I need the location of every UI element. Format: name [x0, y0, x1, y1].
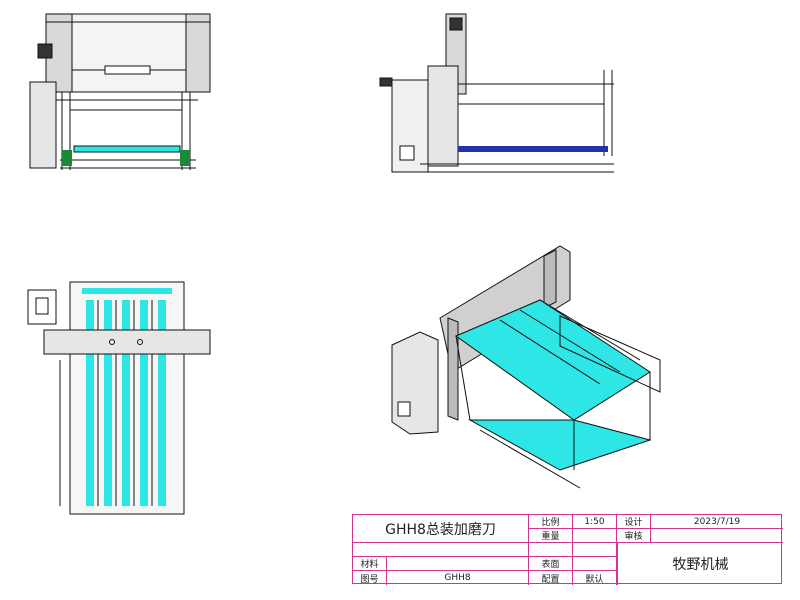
company-name: 牧野机械	[617, 543, 783, 585]
material-label: 材料	[353, 557, 387, 571]
blank-left-row3	[353, 543, 529, 557]
weight-label: 重量	[529, 529, 573, 543]
isometric-view	[391, 245, 661, 489]
scale-value: 1:50	[573, 515, 617, 529]
drawing-title: GHH8总装加磨刀	[353, 515, 529, 543]
config-value: 默认	[573, 571, 617, 585]
top-view	[27, 281, 211, 515]
front-view	[29, 13, 211, 170]
review-label: 审核	[617, 529, 651, 543]
date-value: 2023/7/19	[651, 515, 783, 529]
review-value	[651, 529, 783, 543]
title-block: GHH8总装加磨刀 比例 1:50 设计 2023/7/19 重量 审核 材料 …	[352, 514, 783, 585]
drawing-no-value: GHH8	[387, 571, 529, 585]
surface-value	[573, 557, 617, 571]
blank-mid-row3	[529, 543, 573, 557]
side-view	[379, 13, 614, 173]
scale-label: 比例	[529, 515, 573, 529]
design-label: 设计	[617, 515, 651, 529]
config-label: 配置	[529, 571, 573, 585]
weight-value	[573, 529, 617, 543]
drawing-no-label: 图号	[353, 571, 387, 585]
blank-mid2-row3	[573, 543, 617, 557]
surface-label: 表面	[529, 557, 573, 571]
material-value	[387, 557, 529, 571]
